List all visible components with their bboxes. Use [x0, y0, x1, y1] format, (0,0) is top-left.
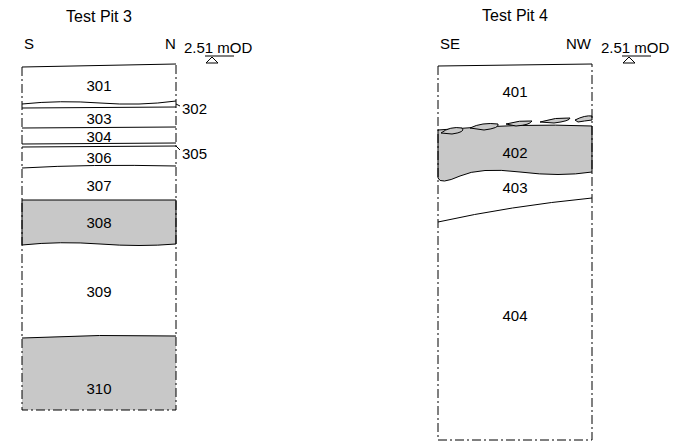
layer-number: 309	[86, 284, 111, 299]
layer-fill	[22, 335, 176, 410]
layer: 301	[22, 67, 176, 103]
layer-number: 303	[86, 111, 111, 126]
layer: 308	[22, 200, 176, 244]
lens	[575, 116, 592, 122]
datum-level: 2.51 mOD	[184, 40, 252, 55]
datum-symbol	[623, 57, 635, 63]
layer-number: 308	[86, 215, 111, 230]
layer-fill	[438, 125, 592, 181]
orientation-label: S	[24, 36, 34, 51]
datum-line	[205, 56, 234, 57]
layer-boundary	[22, 165, 176, 168]
layer-number: 307	[86, 178, 111, 193]
layer-number: 404	[502, 308, 527, 323]
lens	[470, 124, 498, 131]
layer: 307	[22, 170, 176, 200]
leader-line	[176, 104, 180, 106]
layer-boundary	[22, 335, 176, 338]
layer-boundary	[438, 198, 592, 222]
layer: 304	[22, 128, 176, 144]
layer-boundary	[22, 107, 176, 108]
layer-boundary	[22, 146, 176, 147]
layer-number: 401	[502, 84, 527, 99]
layer: 306	[22, 147, 176, 167]
test-pit: Test Pit 3301303304306307308309310	[22, 66, 176, 410]
lens	[506, 121, 532, 126]
datum-symbol	[206, 57, 218, 63]
ground-surface	[22, 64, 176, 67]
layer: 303	[22, 108, 176, 128]
orientation-label: NW	[566, 36, 591, 51]
layer-number: 402	[502, 145, 527, 160]
layer: 403	[438, 177, 592, 197]
pit-edge	[438, 64, 592, 440]
layer-number: 304	[86, 129, 111, 144]
layer-number: 403	[502, 180, 527, 195]
layer: 310	[22, 356, 176, 420]
pit-title: Test Pit 3	[22, 9, 176, 25]
datum-line	[622, 56, 651, 57]
layer-number: 301	[86, 78, 111, 93]
callout-number: 302	[182, 101, 207, 116]
pit-edge	[22, 64, 176, 410]
layer-fill	[22, 200, 176, 246]
orientation-label: SE	[440, 36, 460, 51]
layer-number: 310	[86, 381, 111, 396]
layer-number: 306	[86, 150, 111, 165]
pit-title: Test Pit 4	[438, 8, 592, 24]
lens	[441, 128, 463, 134]
test-pit: Test Pit 4401402403404	[438, 65, 592, 440]
lens	[540, 118, 570, 123]
datum-level: 2.51 mOD	[601, 40, 669, 55]
ground-surface	[438, 64, 592, 66]
layer: 402	[438, 132, 592, 172]
layer: 401	[438, 66, 592, 116]
layer: 309	[22, 246, 176, 336]
leader-line	[176, 146, 180, 150]
callout-number: 305	[182, 146, 207, 161]
layer-boundary	[22, 101, 176, 104]
layer: 404	[438, 225, 592, 405]
orientation-label: N	[165, 36, 176, 51]
